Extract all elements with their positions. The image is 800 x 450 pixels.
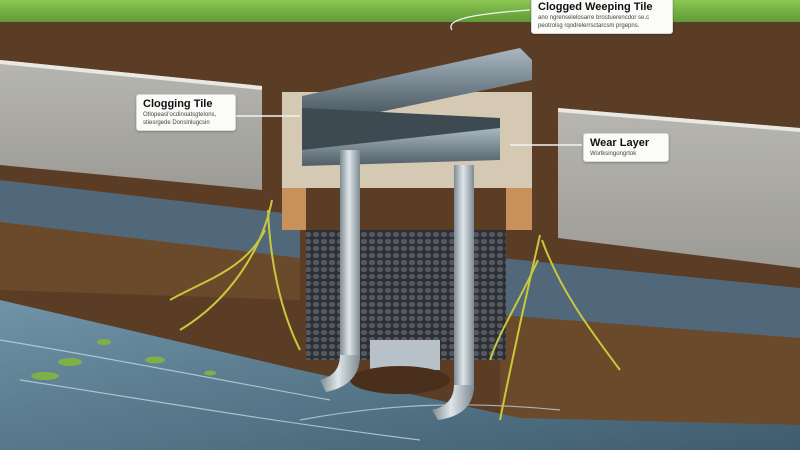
lily-pad	[204, 370, 216, 376]
callout-top-title: Clogged Weeping Tile	[538, 1, 653, 13]
blue-clay-left	[0, 180, 300, 262]
callout-left: Clogging Tile Otlopeasl'ocdinoatsgtelons…	[136, 94, 236, 131]
outlet-box	[370, 340, 440, 370]
callout-left-subtitle-2: stiesrgede Donslnlugcsin	[143, 120, 210, 126]
lily-pad	[97, 339, 111, 345]
callout-right: Wear Layer Worlksingongrtok	[583, 133, 669, 162]
downspout-pipe-left	[340, 150, 360, 360]
lily-pad	[31, 372, 59, 380]
blue-clay-right	[500, 258, 800, 340]
footing-left	[282, 188, 306, 230]
lily-pad	[58, 358, 82, 366]
callout-right-title: Wear Layer	[590, 137, 650, 149]
downspout-pipe-right	[454, 165, 474, 390]
footing-right	[506, 188, 532, 230]
sediment-pile	[350, 366, 450, 394]
standing-water	[0, 300, 800, 450]
callout-top-subtitle-1: ano ngrenselelosarre brostuerencdor se.c	[538, 15, 650, 21]
callout-right-subtitle-1: Worlksingongrtok	[590, 151, 637, 157]
callout-left-title: Clogging Tile	[143, 98, 213, 110]
tree-roots	[169, 199, 621, 421]
callout-left-subtitle-1: Otlopeasl'ocdinoatsgtelons,	[143, 112, 217, 118]
callout-top-subtitle-2: peotrolsg rqodrelerrsctarcsm prgepns.	[538, 23, 640, 29]
lily-pad	[145, 356, 165, 364]
upper-channel	[302, 48, 532, 112]
left-slab	[0, 60, 262, 190]
callout-top: Clogged Weeping Tile ano ngrenselelosarr…	[531, 0, 673, 34]
